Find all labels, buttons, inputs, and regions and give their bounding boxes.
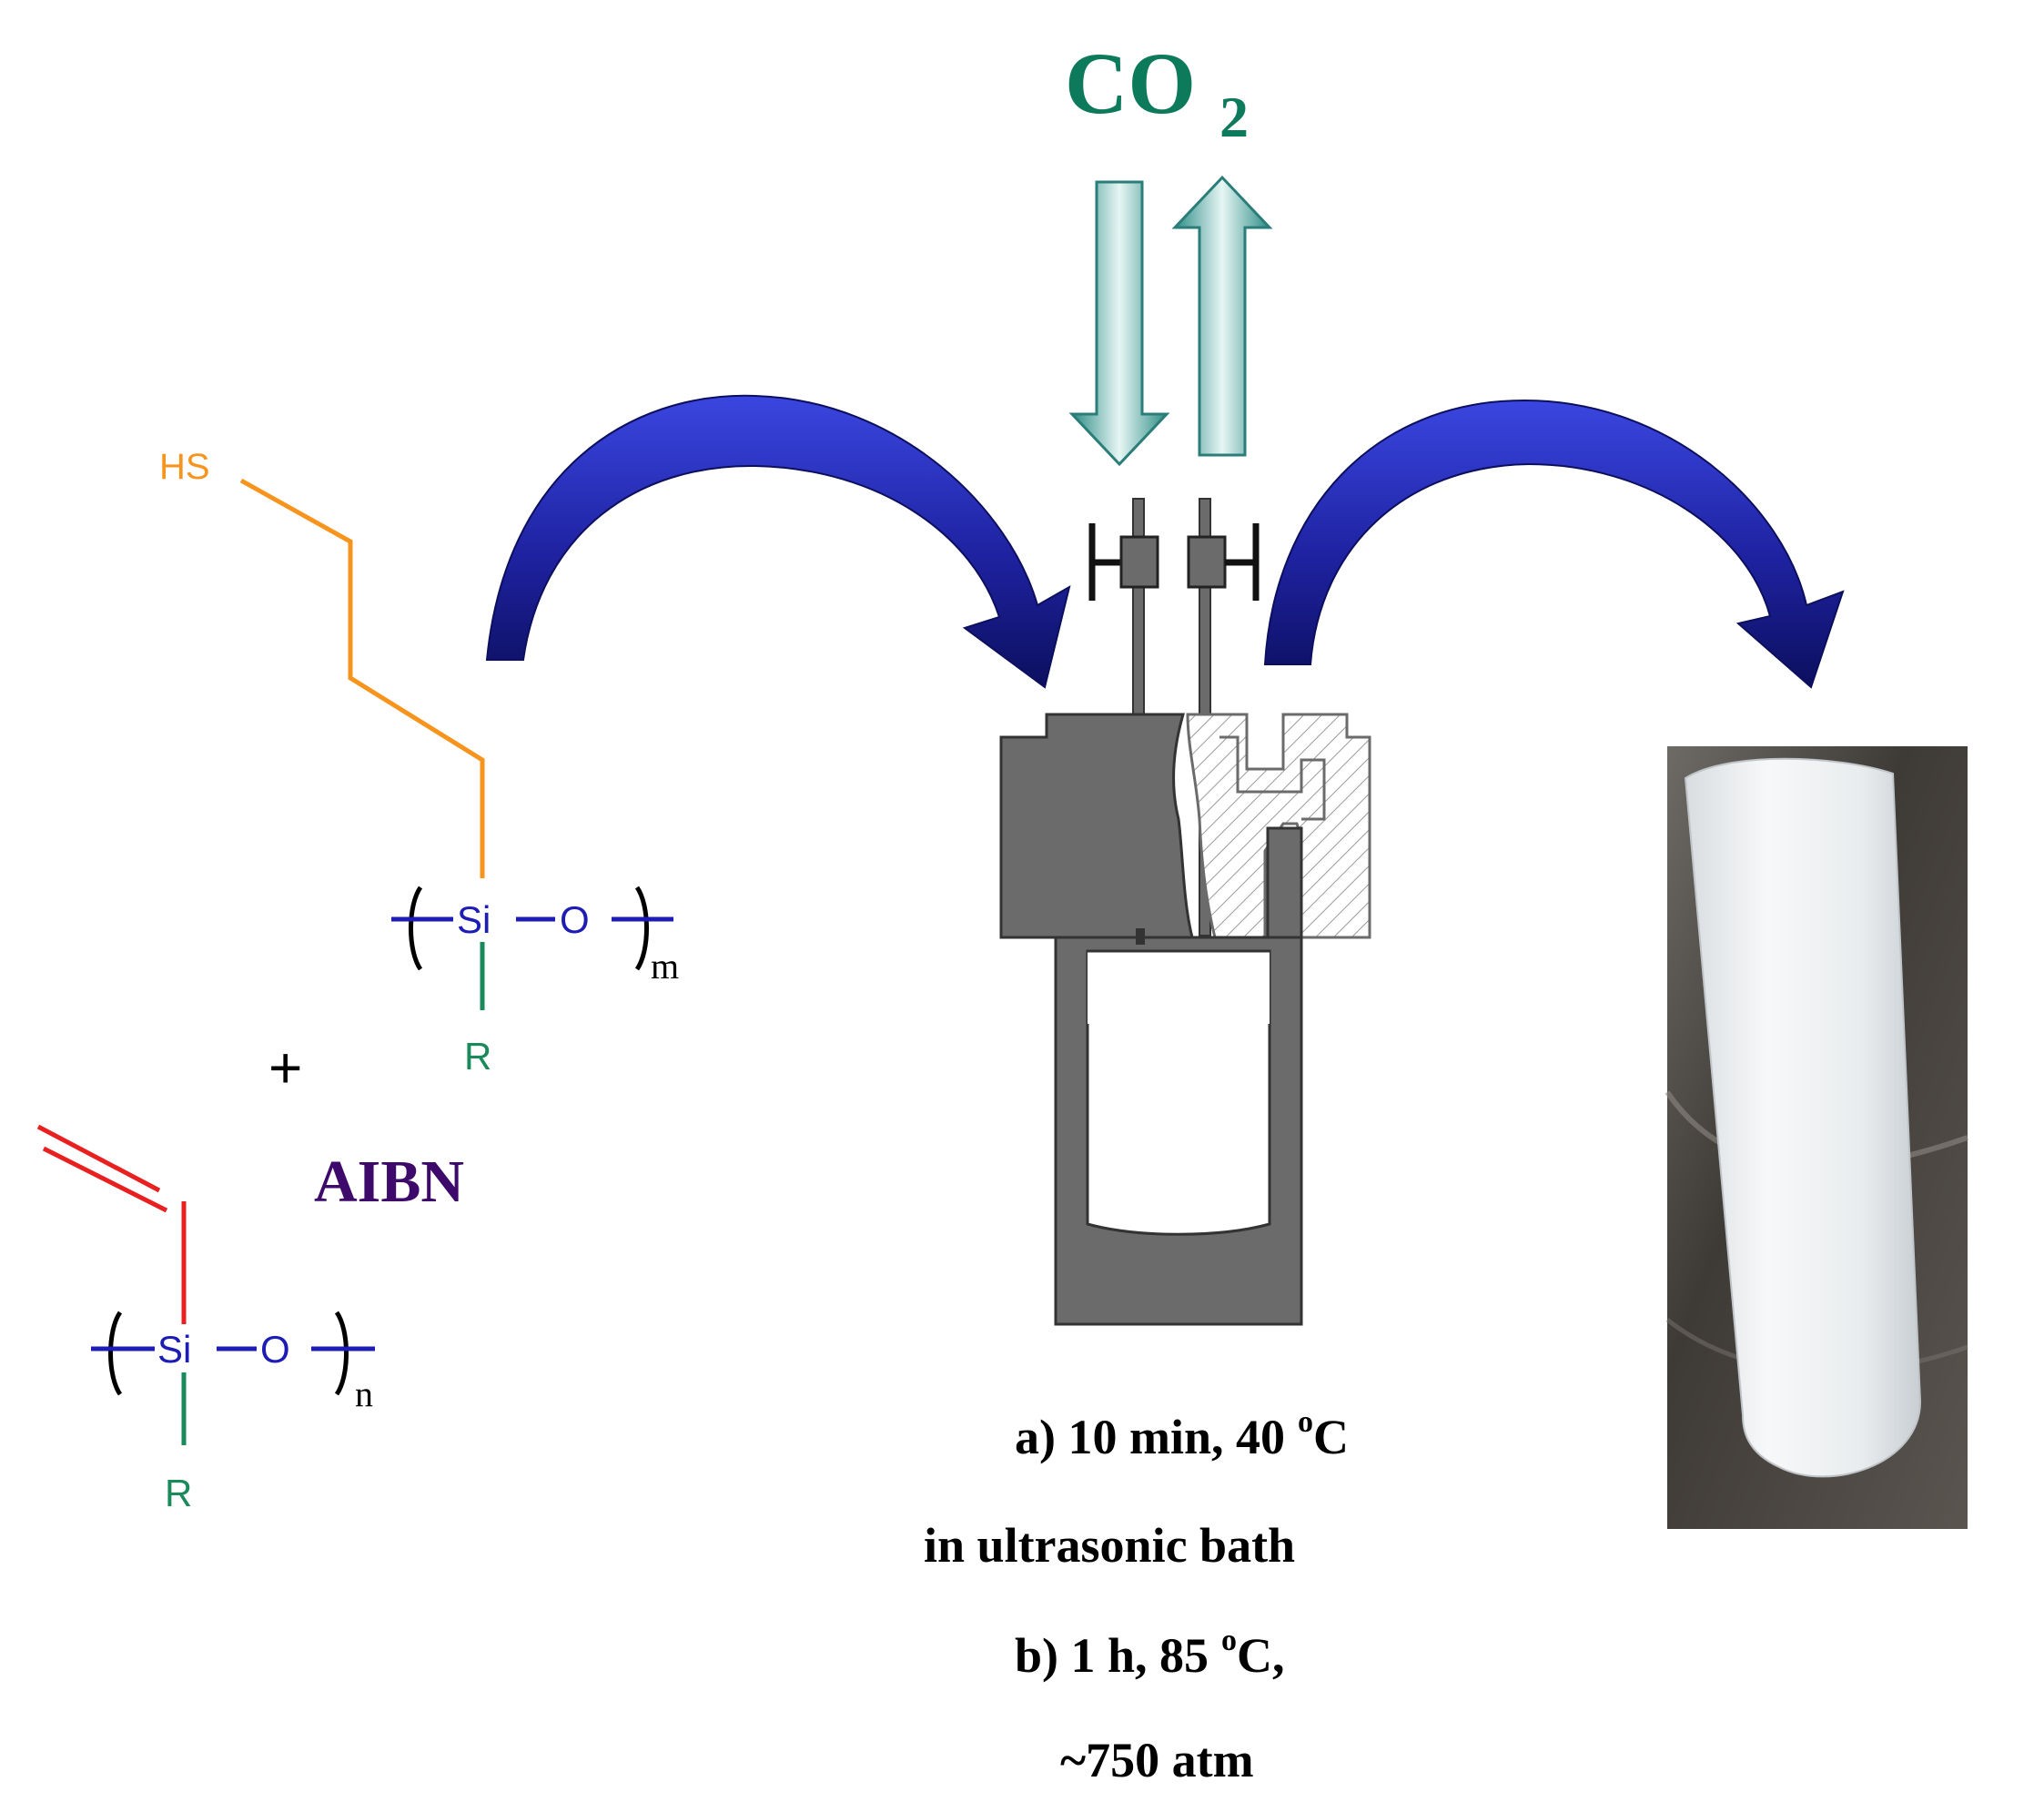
repeat-index-n: n — [355, 1373, 373, 1414]
co2-subscript: 2 — [1219, 85, 1249, 149]
process-arrow-reactor-to-product — [1263, 399, 1845, 689]
process-arrow-reactants-to-reactor — [485, 394, 1071, 689]
left-bracket-n — [108, 1311, 123, 1396]
repeat-index-m: m — [651, 946, 679, 987]
right-bracket-m — [634, 886, 649, 971]
side-group-label: R — [464, 1035, 491, 1078]
co2-text: CO — [1065, 35, 1196, 132]
reactor-cavity-top — [1088, 951, 1270, 1024]
reactor-vessel — [1054, 936, 1303, 1326]
silicon-atom-label: Si — [457, 898, 491, 941]
side-group-label: R — [165, 1472, 192, 1514]
step-b-conditions: b) 1 h, 85 oC, — [1015, 1624, 1285, 1683]
propyl-thiol-chain — [239, 478, 485, 878]
step-b-pressure: ~750 atm — [1060, 1733, 1254, 1787]
initiator-label: AIBN — [314, 1149, 464, 1215]
plus-sign: + — [268, 1035, 302, 1100]
aerogel-monolith — [1684, 757, 1922, 1478]
oxygen-atom-label: O — [560, 898, 590, 941]
silicon-atom-label: Si — [157, 1328, 191, 1371]
vinyl-siloxane-monomer: Si O R n — [36, 1124, 375, 1514]
oxygen-atom-label: O — [260, 1328, 290, 1371]
step-a-conditions: a) 10 min, 40 oC — [1015, 1405, 1349, 1464]
vinyl-double-bond — [42, 1146, 168, 1213]
inlet-valve — [1088, 523, 1159, 601]
co2-outlet-arrow — [1171, 175, 1273, 457]
high-pressure-reactor — [999, 498, 1371, 1326]
thiol-siloxane-monomer: HS Si O R m — [159, 447, 679, 1078]
left-bracket-m — [409, 886, 423, 971]
step-a-text: a) 10 min, 40 — [1015, 1410, 1285, 1464]
step-b-degree: o — [1221, 1624, 1237, 1657]
reactor-right-wall — [1266, 826, 1303, 939]
inlet-valve-stem — [1132, 498, 1145, 718]
step-b-text: b) 1 h, 85 — [1015, 1628, 1209, 1683]
right-bracket-n — [334, 1311, 349, 1396]
co2-label: CO 2 — [1065, 35, 1249, 149]
step-b-unit: C, — [1237, 1628, 1285, 1683]
outlet-valve — [1187, 523, 1260, 601]
step-a-note: in ultrasonic bath — [924, 1518, 1295, 1573]
co2-inlet-arrow — [1068, 180, 1170, 467]
step-a-degree: o — [1298, 1405, 1313, 1439]
inlet-tube-tip — [1136, 928, 1145, 945]
thiol-group-label: HS — [159, 447, 210, 487]
reactor-lid — [999, 713, 1194, 939]
vinyl-double-bond — [36, 1124, 161, 1193]
product-photo — [1665, 746, 1968, 1529]
step-a-unit: C — [1313, 1410, 1349, 1464]
